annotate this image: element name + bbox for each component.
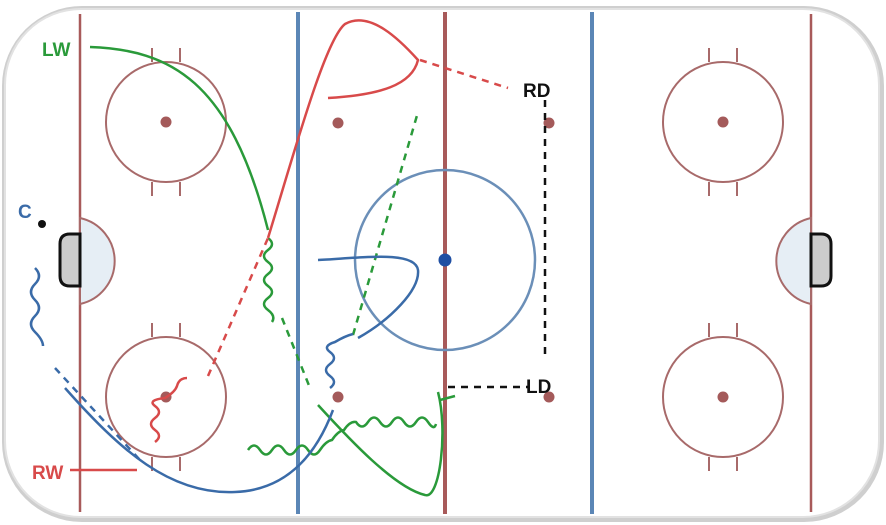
faceoff-circle-bottom-right — [662, 323, 784, 471]
right-goal-crease — [775, 216, 812, 306]
neutral-dot-bottom-left — [332, 391, 344, 403]
label-rw: RW — [32, 463, 63, 484]
label-c: C — [18, 202, 32, 223]
label-rd: RD — [523, 81, 550, 102]
center-ice-circle — [353, 168, 537, 352]
lw-exit-tick — [439, 394, 456, 402]
faceoff-dot-bottom-right — [717, 391, 729, 403]
rw-skate-path — [266, 19, 420, 239]
right-goal-net — [809, 232, 833, 288]
faceoff-circle-top-right — [662, 48, 784, 196]
lw-skate-path — [89, 45, 270, 231]
lw-stickhandle-path — [262, 237, 275, 323]
center-ice-dot — [438, 253, 452, 267]
neutral-dot-bottom-right — [543, 391, 555, 403]
rw-pass-dashed — [419, 58, 509, 90]
c-wavy-up — [324, 332, 354, 389]
lw-loop — [317, 391, 444, 497]
c-dashed-lane — [54, 367, 141, 461]
left-goal-net — [58, 232, 82, 288]
neutral-dot-top-left — [332, 117, 344, 129]
left-goal-crease — [79, 216, 116, 306]
puck — [38, 220, 46, 228]
c-curl — [317, 255, 420, 340]
c-wavy-start — [29, 267, 45, 347]
rw-wavy — [149, 376, 188, 443]
neutral-dot-top-right — [543, 117, 555, 129]
label-lw: LW — [42, 40, 71, 61]
faceoff-dot-top-left — [160, 116, 172, 128]
lw-wavy-drive — [246, 416, 438, 456]
label-ld: LD — [526, 377, 551, 398]
c-skate-path — [64, 387, 335, 494]
faceoff-dot-top-right — [717, 116, 729, 128]
